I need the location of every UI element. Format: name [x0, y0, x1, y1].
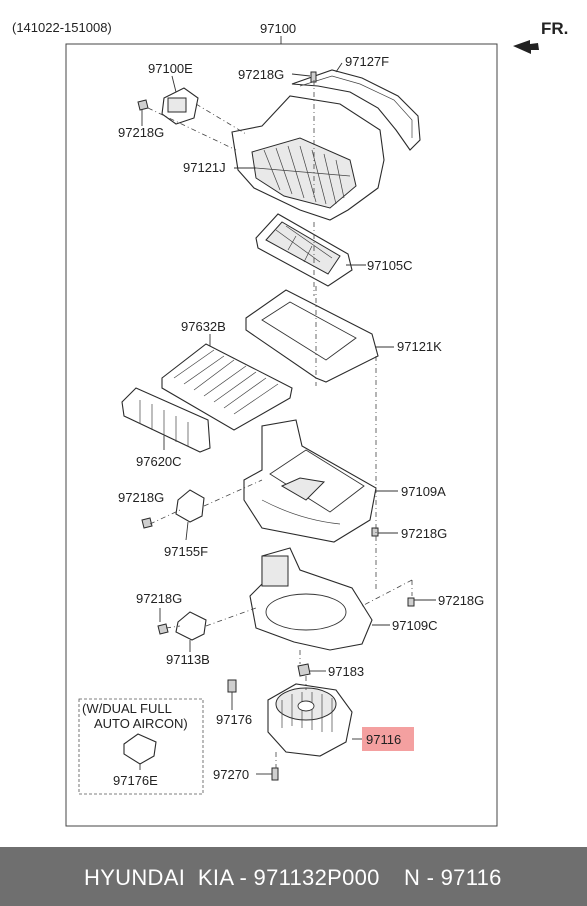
- label-97218g-b: 97218G: [118, 125, 165, 140]
- label-97155f: 97155F: [164, 544, 209, 559]
- sensor-97176: [227, 679, 237, 693]
- label-97176: 97176: [216, 712, 253, 727]
- label-97183: 97183: [328, 664, 365, 679]
- footer-reference-number: N - 97116: [404, 865, 502, 890]
- actuator-97155f: [175, 489, 205, 523]
- label-97218g-d: 97218G: [401, 526, 448, 541]
- resistor-97113b: [175, 611, 207, 641]
- label-97116: 97116: [366, 732, 402, 747]
- assembly-number-label: 97100: [260, 21, 297, 36]
- note-line-1: (W/DUAL FULL: [82, 701, 172, 716]
- exploded-parts-diagram: [65, 36, 539, 827]
- label-97620c: 97620C: [136, 454, 182, 469]
- label-97105c: 97105C: [367, 258, 413, 273]
- label-97109c: 97109C: [392, 618, 438, 633]
- label-97218g-f: 97218G: [438, 593, 485, 608]
- label-97218g-c: 97218G: [118, 490, 165, 505]
- diagram-frame: [65, 43, 498, 827]
- direction-label: FR.: [541, 19, 569, 38]
- label-97113b: 97113B: [166, 652, 210, 667]
- label-97121j: 97121J: [183, 160, 226, 175]
- footer-brand-part-number: HYUNDAI KIA - 971132P000: [84, 865, 380, 890]
- clip-97183: [297, 663, 311, 677]
- note-line-2: AUTO AIRCON): [94, 716, 188, 731]
- label-97176e: 97176E: [113, 773, 158, 788]
- label-97218g-a: 97218G: [238, 67, 285, 82]
- label-97218g-e: 97218G: [136, 591, 183, 606]
- date-code-label: (141022-151008): [12, 20, 112, 35]
- label-97109a: 97109A: [401, 484, 446, 499]
- footer-bar: HYUNDAI KIA - 971132P000 N - 97116: [0, 847, 587, 906]
- gasket-97127f: [291, 69, 421, 151]
- cabin-filter: [161, 343, 293, 431]
- resistor-97176e: [123, 733, 157, 765]
- blower-motor-97116: [267, 683, 353, 757]
- highlight-97116: [362, 727, 414, 751]
- front-arrow-icon: [513, 40, 539, 54]
- label-97100e: 97100E: [148, 61, 193, 76]
- note-box: [78, 698, 204, 795]
- label-97121k: 97121K: [397, 339, 442, 354]
- label-97127f: 97127F: [345, 54, 390, 69]
- label-97632b: 97632B: [181, 319, 226, 334]
- label-97270: 97270: [213, 767, 250, 782]
